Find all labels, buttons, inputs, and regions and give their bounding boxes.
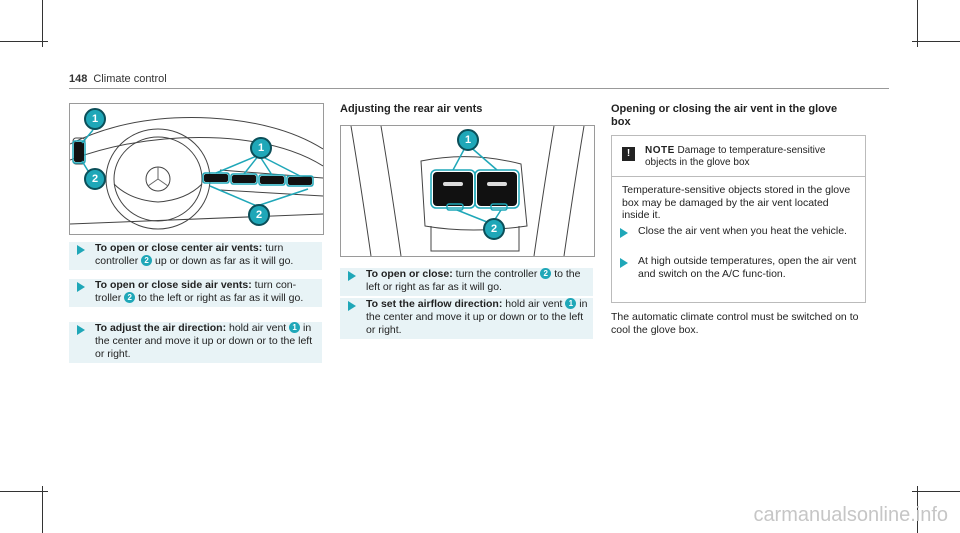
step-text: up or down as far as it will go.	[152, 255, 294, 267]
crop-mark	[912, 41, 960, 42]
crop-mark	[912, 491, 960, 492]
step-title: To open or close center air vents:	[95, 242, 263, 254]
instruction-step: To open or close side air vents: turn co…	[69, 279, 322, 307]
running-header: 148 Climate control	[69, 73, 167, 85]
section-heading: Opening or closing the air vent in the g…	[611, 103, 871, 129]
step-text: to the left or right as far as it will g…	[366, 268, 581, 293]
step-arrow-icon	[620, 258, 628, 268]
callout-badge: 2	[84, 168, 106, 190]
step-arrow-icon	[348, 271, 356, 281]
section-heading: Adjusting the rear air vents	[340, 103, 483, 115]
step-text: turn controller	[95, 242, 284, 267]
note-body: Temperature-sensitive objects stored in …	[622, 184, 851, 221]
header-rule	[69, 88, 889, 89]
note-label: NOTE	[645, 145, 675, 156]
note-box: ! NOTE Damage to temperature-sensitive o…	[611, 135, 866, 303]
step-arrow-icon	[77, 325, 85, 335]
step-arrow-icon	[77, 282, 85, 292]
step-text: Close the air vent when you heat the veh…	[638, 225, 847, 237]
callout-badge: 1	[84, 108, 106, 130]
warning-icon: !	[622, 147, 635, 161]
callout-marker: 2	[124, 292, 136, 303]
callout-badge: 1	[457, 129, 479, 151]
callout-badge: 1	[250, 137, 272, 159]
step-text: hold air vent	[226, 322, 290, 334]
callout-badge: 2	[248, 204, 270, 226]
callout-marker: 1	[289, 322, 301, 333]
crop-mark	[917, 0, 918, 47]
callout-marker: 1	[565, 298, 577, 309]
heading-line: Opening or closing the air vent in the g…	[611, 103, 838, 115]
note-title-text: Damage to temperature-sensitive objects …	[645, 145, 826, 168]
step-text: in the center and move it up or down or …	[366, 298, 588, 336]
callout-badge: 2	[483, 218, 505, 240]
step-arrow-icon	[348, 301, 356, 311]
instruction-step: To open or close: turn the controller 2 …	[340, 268, 593, 296]
step-text: At high outside temperatures, open the a…	[638, 255, 857, 280]
dashboard-illustration	[69, 117, 324, 230]
step-title: To open or close side air vents:	[95, 279, 252, 291]
rear-vents-figure: 1 2	[340, 125, 595, 257]
dashboard-vents-figure: 1 2 1 2	[69, 103, 324, 235]
crop-mark	[0, 491, 48, 492]
crop-mark	[0, 41, 48, 42]
heading-line: box	[611, 116, 631, 128]
page-number: 148	[69, 73, 88, 85]
instruction-step: To adjust the air direction: hold air ve…	[69, 322, 322, 363]
step-arrow-icon	[620, 228, 628, 238]
step-arrow-icon	[77, 245, 85, 255]
instruction-step: To open or close center air vents: turn …	[69, 242, 322, 270]
crop-mark	[917, 486, 918, 533]
step-text: turn the controller	[452, 268, 541, 280]
step-text: turn con-troller	[95, 279, 297, 304]
callout-marker: 2	[540, 268, 552, 279]
crop-mark	[42, 486, 43, 533]
instruction-step: Close the air vent when you heat the veh…	[612, 225, 863, 240]
step-text: to the left or right as far as it will g…	[135, 292, 304, 304]
step-title: To adjust the air direction:	[95, 322, 227, 334]
watermark: carmanualsonline.info	[753, 504, 948, 526]
note-title: NOTE Damage to temperature-sensitive obj…	[645, 145, 855, 169]
instruction-step: At high outside temperatures, open the a…	[612, 255, 863, 283]
step-text: hold air vent	[502, 298, 566, 310]
instruction-step: To set the airflow direction: hold air v…	[340, 298, 593, 339]
step-text: in the center and move it up or down or …	[95, 322, 313, 360]
callout-marker: 2	[141, 255, 153, 266]
step-title: To set the airflow direction:	[366, 298, 503, 310]
section-title: Climate control	[93, 73, 167, 85]
crop-mark	[42, 0, 43, 47]
body-paragraph: The automatic climate control must be sw…	[611, 311, 859, 336]
step-title: To open or close:	[366, 268, 453, 280]
note-header: ! NOTE Damage to temperature-sensitive o…	[612, 136, 865, 177]
